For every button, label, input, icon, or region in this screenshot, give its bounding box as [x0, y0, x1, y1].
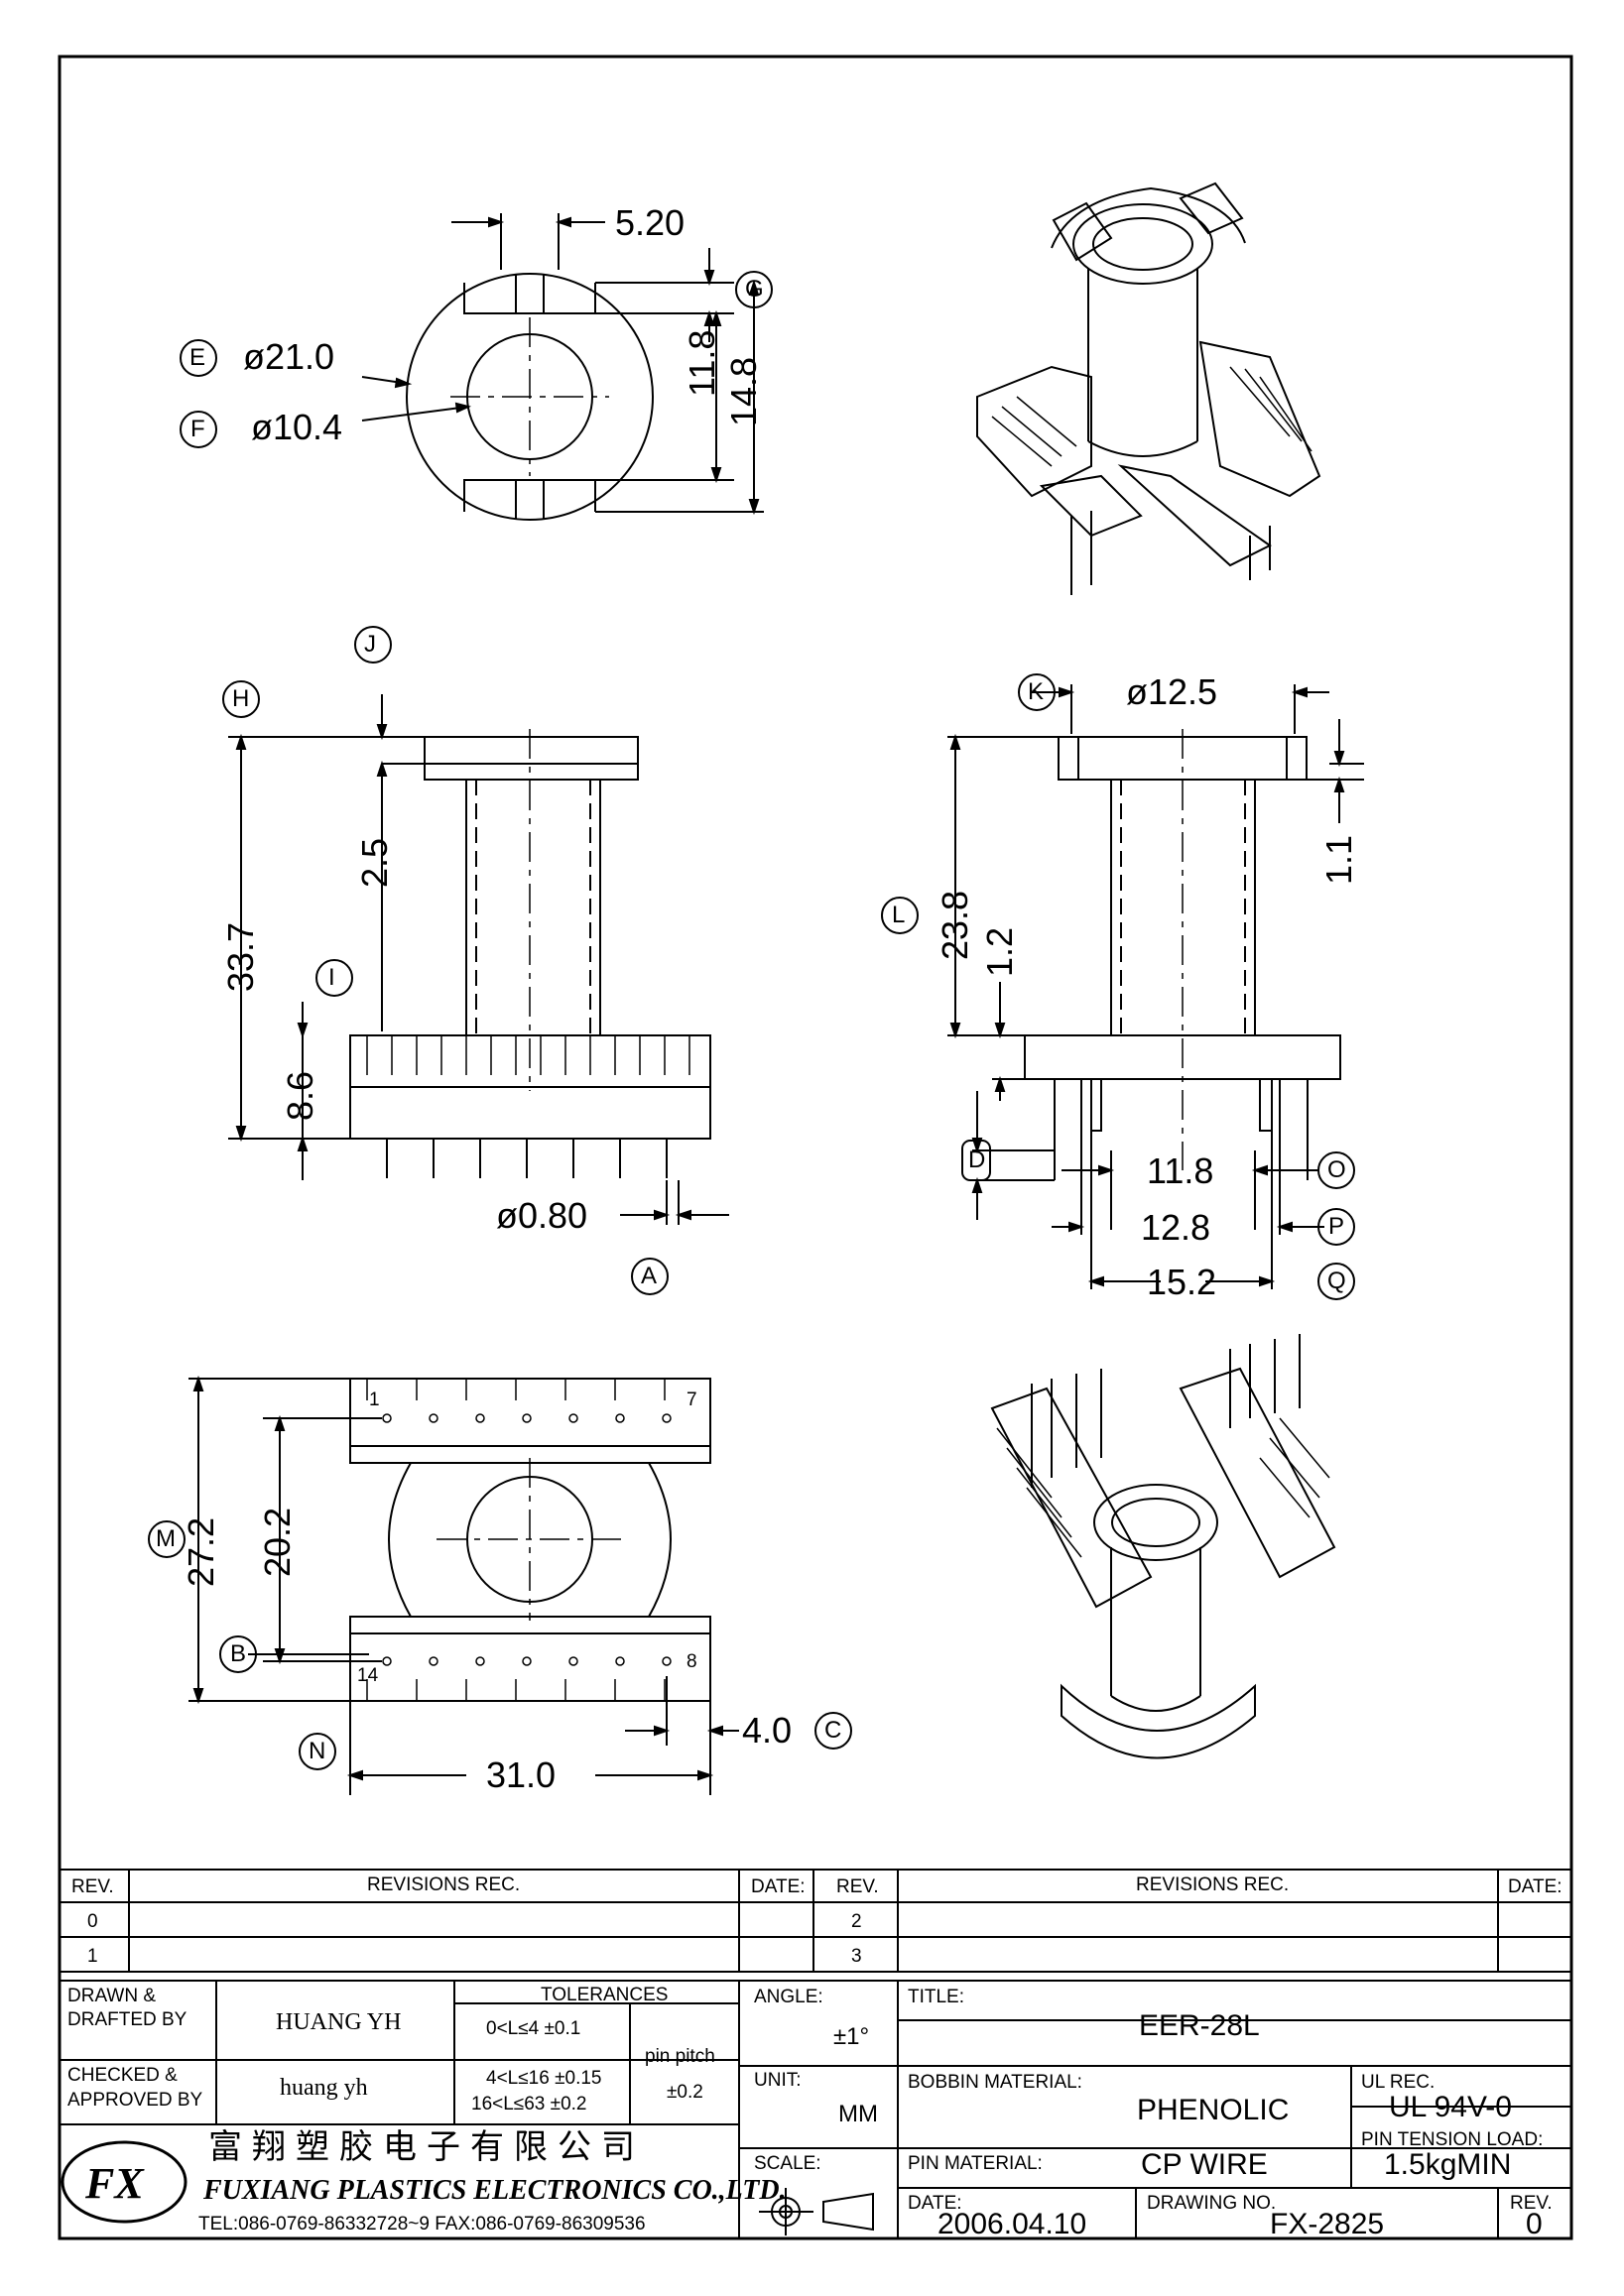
top-view: [180, 213, 773, 521]
side-view: [881, 673, 1364, 1300]
title-block-lines: [60, 1869, 1571, 2238]
bottom-view: [148, 1375, 852, 1795]
sheet-border: [58, 55, 1573, 2240]
front-view: [222, 626, 729, 1295]
iso-view-1: [976, 181, 1321, 595]
iso-view-2: [990, 1334, 1336, 1759]
